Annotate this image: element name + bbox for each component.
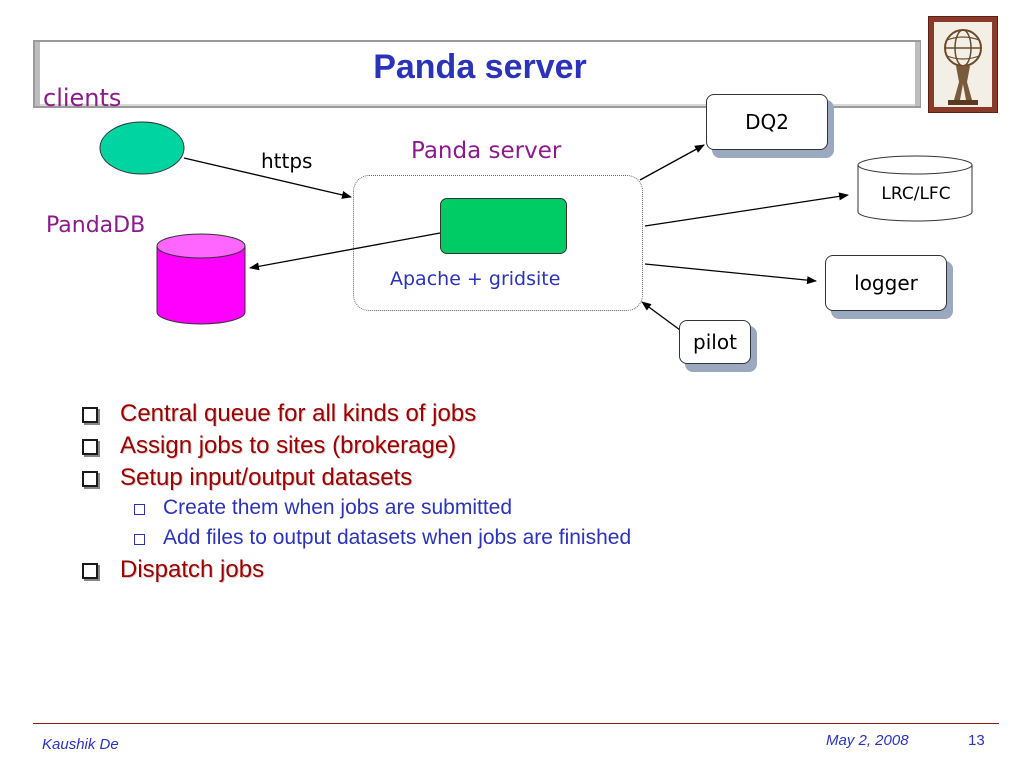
clients-node	[99, 121, 185, 175]
arrow-server-to-logger	[644, 263, 817, 285]
checkbox-bullet-icon	[82, 471, 98, 487]
footer-date: May 2, 2008	[826, 732, 909, 749]
pandadb-label: PandaDB	[46, 213, 146, 238]
bullet-item: Dispatch jobs	[78, 556, 818, 584]
footer-divider	[33, 723, 999, 724]
panda-server-label: Panda server	[411, 138, 562, 164]
sub-checkbox-bullet-icon	[134, 504, 145, 515]
sub-bullet-item: Create them when jobs are submitted	[130, 496, 818, 520]
checkbox-bullet-icon	[82, 563, 98, 579]
panda-server-container	[353, 175, 643, 311]
bullet-item: Central queue for all kinds of jobs	[78, 400, 818, 428]
bullet-list: Central queue for all kinds of jobs Assi…	[78, 400, 818, 588]
bullet-text: Setup input/output datasets	[120, 464, 413, 491]
panda-server-core	[440, 198, 567, 254]
clients-label: clients	[43, 84, 122, 112]
pandadb-cylinder	[156, 233, 246, 325]
dq2-box: DQ2	[706, 94, 828, 150]
slide-title: Panda server	[373, 48, 587, 86]
checkbox-bullet-icon	[82, 407, 98, 423]
lrc-lfc-cylinder	[857, 155, 973, 222]
bullet-text: Dispatch jobs	[120, 556, 265, 583]
sub-checkbox-bullet-icon	[134, 534, 145, 545]
arrow-server-to-db	[249, 232, 441, 271]
arrow-clients-to-server	[183, 157, 352, 199]
footer-author: Kaushik De	[42, 736, 119, 753]
logger-box: logger	[825, 255, 947, 311]
arrow-pilot-to-server	[641, 301, 681, 331]
apache-gridsite-label: Apache + gridsite	[390, 268, 561, 290]
atlas-globe-icon	[944, 29, 982, 105]
atlas-logo	[928, 16, 998, 113]
bullet-item: Assign jobs to sites (brokerage)	[78, 432, 818, 460]
arrow-server-to-lrc	[644, 192, 849, 227]
sub-bullet-item: Add files to output datasets when jobs a…	[130, 526, 818, 550]
bullet-item: Setup input/output datasets	[78, 464, 818, 492]
https-label: https	[261, 149, 313, 173]
sub-bullet-text: Add files to output datasets when jobs a…	[163, 526, 632, 549]
checkbox-bullet-icon	[82, 439, 98, 455]
arrow-server-to-dq2	[639, 144, 705, 181]
bullet-text: Central queue for all kinds of jobs	[120, 400, 477, 427]
title-bar	[33, 40, 921, 108]
pilot-box: pilot	[679, 320, 751, 364]
sub-bullet-text: Create them when jobs are submitted	[163, 496, 513, 519]
page-number: 13	[968, 732, 985, 749]
lrc-lfc-label: LRC/LFC	[881, 184, 951, 204]
bullet-text: Assign jobs to sites (brokerage)	[120, 432, 457, 459]
